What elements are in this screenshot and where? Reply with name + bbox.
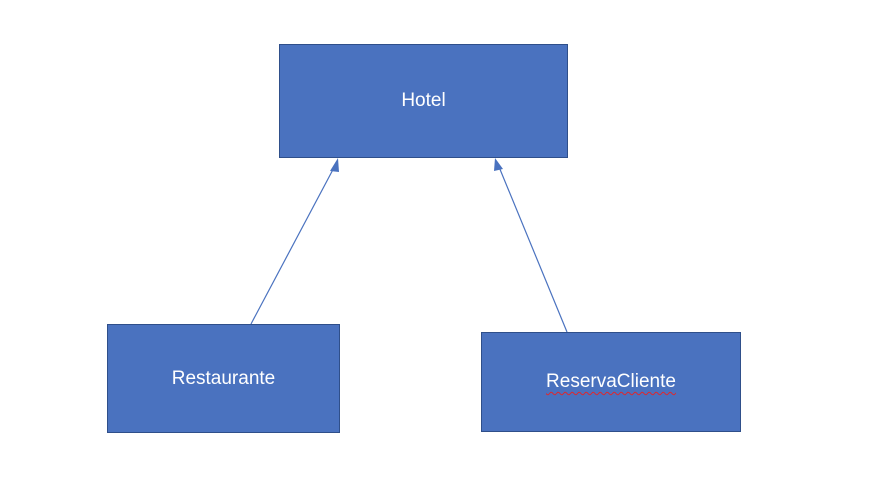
arrowhead-icon bbox=[330, 158, 339, 172]
node-reservacliente[interactable]: ReservaCliente bbox=[481, 332, 741, 432]
node-reservacliente-label: ReservaCliente bbox=[546, 371, 676, 392]
edge-restaurante-line bbox=[250, 161, 338, 325]
node-hotel-label: Hotel bbox=[401, 90, 446, 111]
edge-reserva-line bbox=[496, 161, 568, 333]
node-restaurante[interactable]: Restaurante bbox=[107, 324, 340, 433]
edge-reserva-to-hotel bbox=[494, 158, 568, 333]
node-hotel[interactable]: Hotel bbox=[279, 44, 568, 158]
arrowhead-icon bbox=[494, 158, 503, 171]
node-restaurante-label: Restaurante bbox=[171, 367, 276, 389]
edge-restaurante-to-hotel bbox=[250, 158, 339, 325]
